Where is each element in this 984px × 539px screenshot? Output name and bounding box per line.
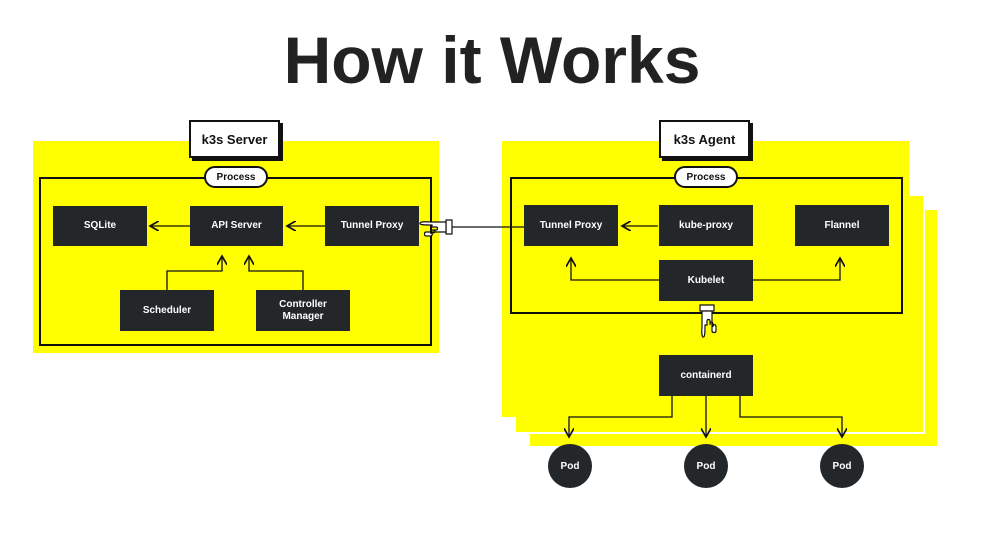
containerd-box: containerd — [659, 355, 753, 396]
server-tunnel-proxy-box: Tunnel Proxy — [325, 206, 419, 246]
controller-manager-box: Controller Manager — [256, 290, 350, 331]
pod-1: Pod — [548, 444, 592, 488]
agent-process-label: Process — [674, 166, 738, 188]
scheduler-box: Scheduler — [120, 290, 214, 331]
kubelet-box: Kubelet — [659, 260, 753, 301]
sqlite-box: SQLite — [53, 206, 147, 246]
k3s-server-header: k3s Server — [189, 120, 280, 158]
page-title: How it Works — [283, 23, 701, 97]
pod-3: Pod — [820, 444, 864, 488]
pointing-hand-icon — [419, 219, 453, 237]
k3s-agent-header: k3s Agent — [659, 120, 750, 158]
flannel-box: Flannel — [795, 205, 889, 246]
pod-2: Pod — [684, 444, 728, 488]
pointing-hand-icon — [699, 304, 717, 338]
kube-proxy-box: kube-proxy — [659, 205, 753, 246]
agent-tunnel-proxy-box: Tunnel Proxy — [524, 205, 618, 246]
server-process-label: Process — [204, 166, 268, 188]
api-server-box: API Server — [190, 206, 283, 246]
